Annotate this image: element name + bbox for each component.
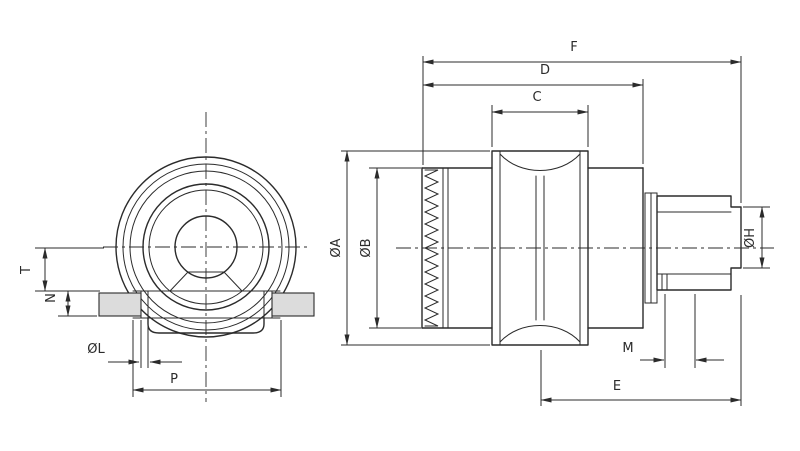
dim-label-D: D — [540, 63, 550, 78]
dimension-E: E — [540, 295, 742, 406]
splined-section — [421, 167, 493, 329]
dimension-C: C — [491, 90, 589, 147]
dimension-dia-A: ØA — [329, 150, 490, 346]
centerlines — [103, 112, 774, 402]
dimension-N: N — [44, 290, 97, 317]
dimension-F: F — [422, 40, 742, 203]
dim-label-dia-A: ØA — [329, 238, 344, 257]
bracket-tab-right — [271, 292, 315, 317]
bracket-tab-left — [98, 292, 142, 317]
dimension-dia-H: ØH — [743, 206, 770, 269]
front-view-dimensions: T N ØL P — [19, 247, 282, 397]
dim-label-T: T — [19, 266, 34, 275]
dim-label-E: E — [613, 379, 621, 394]
dim-label-dia-L: ØL — [87, 342, 105, 357]
dimension-P: P — [132, 320, 282, 397]
shaft-housing — [644, 192, 742, 304]
front-view — [98, 156, 315, 338]
dim-label-N: N — [44, 293, 59, 303]
dimension-dia-B: ØB — [359, 167, 421, 329]
dimension-M: M — [622, 294, 724, 368]
side-view — [421, 150, 742, 346]
dim-label-dia-B: ØB — [359, 238, 374, 257]
dimension-T: T — [19, 247, 104, 292]
flange-section — [491, 150, 589, 346]
dimension-D: D — [422, 63, 644, 164]
side-view-dimensions: F D C ØA ØB — [329, 40, 770, 406]
dim-label-F: F — [570, 40, 577, 55]
dim-label-M: M — [622, 341, 633, 356]
fork-detail — [169, 271, 243, 292]
dim-label-C: C — [532, 90, 541, 105]
dim-label-dia-H: ØH — [743, 228, 758, 248]
dim-label-P: P — [170, 372, 178, 387]
mounting-bracket — [98, 290, 315, 334]
right-body-section — [587, 167, 644, 329]
dimension-dia-L: ØL — [87, 320, 182, 368]
